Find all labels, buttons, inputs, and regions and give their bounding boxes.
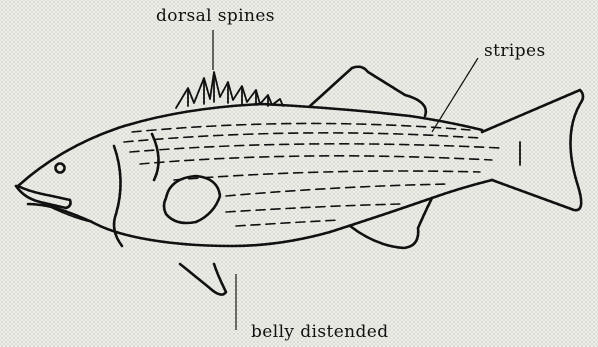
stripe <box>226 204 400 212</box>
tail-fin <box>482 90 583 210</box>
pectoral-fin <box>164 176 220 223</box>
eye <box>56 164 65 173</box>
pelvic-fin <box>180 264 226 295</box>
stripe <box>174 171 480 180</box>
gill-cover-rear <box>152 134 159 180</box>
stripe <box>140 156 492 164</box>
dorsal-spines <box>176 72 283 108</box>
label-belly-distended: belly distended <box>251 322 389 342</box>
label-dorsal-spines: dorsal spines <box>156 6 275 26</box>
stripe <box>226 184 450 196</box>
stripe <box>236 220 340 226</box>
gill-cover <box>114 146 122 246</box>
stripe <box>130 144 500 152</box>
stripe <box>132 123 470 132</box>
stripe <box>124 133 480 142</box>
label-stripes: stripes <box>484 41 546 61</box>
stripes-group <box>124 123 500 226</box>
